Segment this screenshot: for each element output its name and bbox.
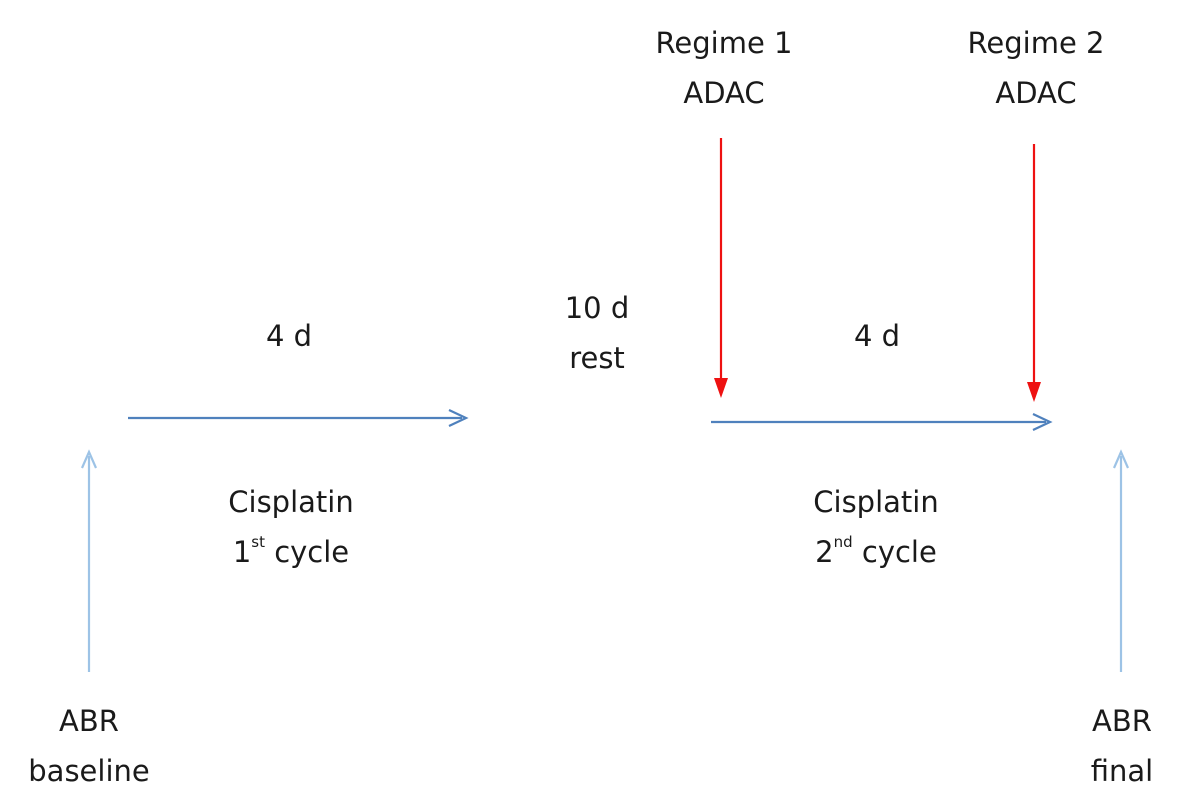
rest-word: rest (569, 341, 625, 375)
abr-final-sub: final (1090, 754, 1154, 788)
cycle1-arrow (128, 409, 469, 427)
cycle2-arrow (711, 413, 1053, 431)
regime1-name: Regime 1 (655, 26, 793, 60)
regime1-adac-arrow (714, 138, 728, 398)
cycle2-drug: Cisplatin (813, 485, 939, 519)
abr-baseline-arrow (80, 449, 98, 672)
regime1-agent: ADAC (683, 76, 765, 110)
cycle1-duration: 4 d (265, 319, 313, 353)
rest-label: 10 d rest (565, 283, 630, 383)
cycle2-label: Cisplatin 2nd cycle (813, 477, 938, 577)
cycle1-drug: Cisplatin (228, 485, 354, 519)
cycle2-ordinal: 2nd cycle (815, 533, 937, 569)
regime2-name: Regime 2 (967, 26, 1105, 60)
cycle2-duration: 4 d (853, 319, 901, 353)
regime2-agent: ADAC (995, 76, 1077, 110)
regime1-label: Regime 1 ADAC (656, 18, 793, 118)
abr-final-arrow (1112, 449, 1130, 672)
abr-baseline-title: ABR (59, 704, 119, 738)
cycle1-label: Cisplatin 1st cycle (228, 477, 353, 577)
abr-baseline-sub: baseline (28, 754, 150, 788)
regime2-adac-arrow (1027, 144, 1041, 402)
abr-final-title: ABR (1092, 704, 1152, 738)
abr-baseline-label: ABR baseline (28, 696, 149, 796)
abr-final-label: ABR final (1091, 696, 1153, 796)
rest-duration: 10 d (564, 291, 630, 325)
regime2-label: Regime 2 ADAC (968, 18, 1105, 118)
cycle1-ordinal: 1st cycle (232, 533, 350, 569)
